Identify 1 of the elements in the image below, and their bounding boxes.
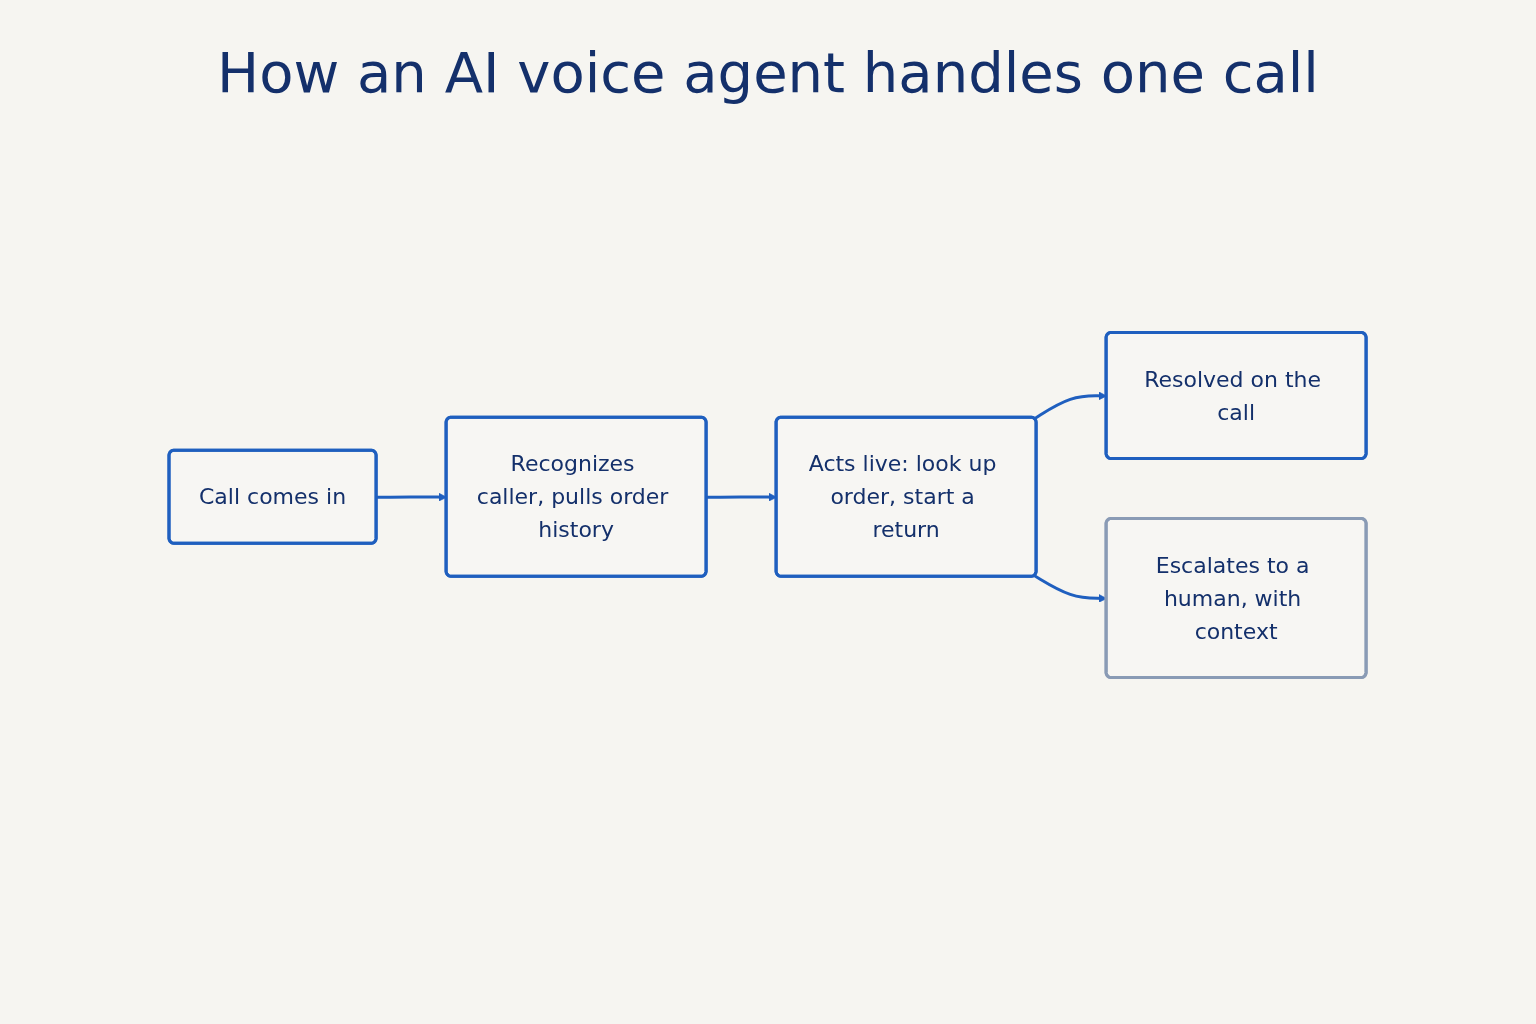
diagram-title: How an AI voice agent handles one call [216, 40, 1320, 105]
